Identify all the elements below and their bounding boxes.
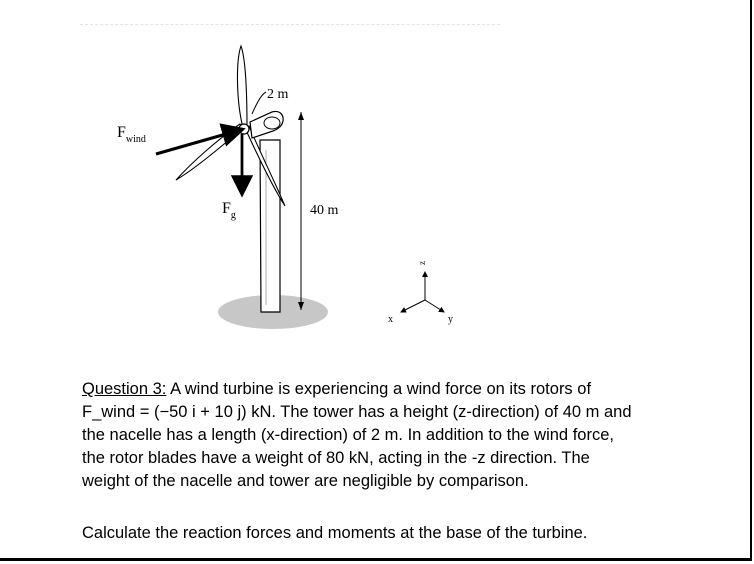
wind-force-arrow <box>155 123 246 156</box>
question-text: Question 3: A wind turbine is experienci… <box>82 378 722 493</box>
wind-force-symbol: F <box>117 124 126 141</box>
axis-x-label: x <box>388 314 393 325</box>
wind-turbine-figure: 2 m Fwind Fg 40 m z x y <box>117 44 453 329</box>
axis-z-label: z <box>417 261 427 265</box>
top-dashed-rule <box>80 24 500 25</box>
question-label: Question 3: <box>82 380 167 398</box>
gravity-force-subscript: g <box>231 210 236 221</box>
question-line-2: F_wind = (−50 i + 10 j) kN. The tower ha… <box>82 403 632 421</box>
rotor-blade-up <box>236 44 248 129</box>
wind-force-label: Fwind <box>117 124 146 145</box>
coordinate-axes: z x y <box>388 261 453 325</box>
question-line-5: weight of the nacelle and tower are negl… <box>82 472 529 490</box>
question-line-3: the nacelle has a length (x-direction) o… <box>82 426 614 444</box>
rotor-blade-right <box>244 125 286 207</box>
tower-height-label: 40 m <box>310 203 339 218</box>
gravity-force-label: Fg <box>222 200 236 221</box>
question-line-1: A wind turbine is experiencing a wind fo… <box>166 380 592 398</box>
wind-force-subscript: wind <box>126 134 146 145</box>
nacelle-length-dimension <box>251 91 267 115</box>
rotor-hub <box>238 123 250 135</box>
task-text: Calculate the reaction forces and moment… <box>82 524 588 542</box>
gravity-force-symbol: F <box>222 200 231 217</box>
nacelle-length-label: 2 m <box>267 87 289 102</box>
axis-y-label: y <box>448 314 453 325</box>
question-line-4: the rotor blades have a weight of 80 kN,… <box>82 449 590 467</box>
